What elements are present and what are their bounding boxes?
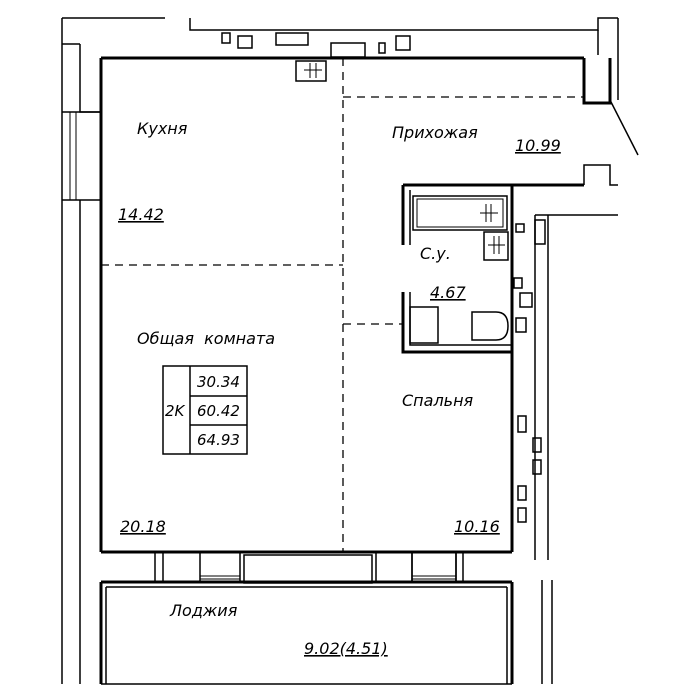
loggia-openings xyxy=(154,551,464,584)
hall-label: Прихожая xyxy=(392,123,478,142)
bedroom-area: 10.16 xyxy=(454,517,500,536)
hall-area: 10.99 xyxy=(515,136,561,155)
top-corridor-wall xyxy=(61,17,619,100)
loggia xyxy=(99,580,514,685)
living-room-label: Общая комната xyxy=(137,329,275,348)
top-fixtures xyxy=(221,32,411,58)
bathtub xyxy=(412,195,508,231)
summary-total-with-loggia: 64.93 xyxy=(197,431,240,449)
bedroom-label: Спальня xyxy=(402,391,474,410)
summary-box: 2K 30.34 60.42 64.93 xyxy=(162,365,248,455)
summary-total-area: 60.42 xyxy=(197,402,240,420)
bathroom-block xyxy=(401,183,512,354)
toilet xyxy=(471,311,509,341)
bathroom-label: С.у. xyxy=(420,244,451,263)
summary-apartment-type: 2K xyxy=(165,402,186,420)
zone-dividers xyxy=(101,58,584,552)
summary-living-area: 30.34 xyxy=(197,373,240,391)
living-room-area: 20.18 xyxy=(120,517,166,536)
right-exterior xyxy=(513,214,618,684)
kitchen-area: 14.42 xyxy=(118,205,164,224)
left-exterior xyxy=(61,44,101,684)
bathroom-area: 4.67 xyxy=(430,283,466,302)
loggia-area: 9.02(4.51) xyxy=(304,639,388,658)
washing-machine xyxy=(409,306,439,344)
kitchen-sink xyxy=(295,60,327,82)
loggia-label: Лоджия xyxy=(169,601,238,620)
washbasin xyxy=(483,231,509,261)
kitchen-label: Кухня xyxy=(137,119,188,138)
